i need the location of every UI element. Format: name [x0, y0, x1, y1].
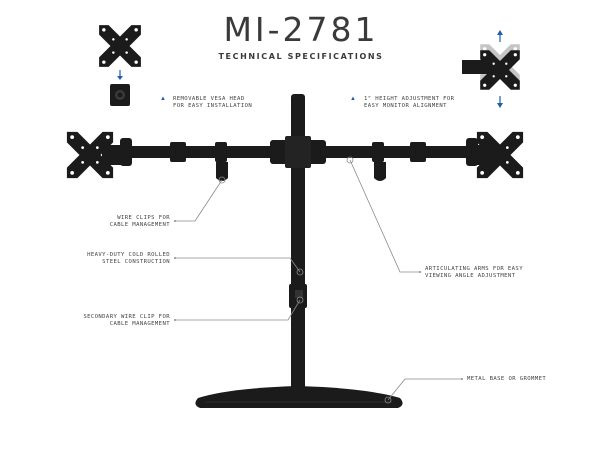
callout-height-adjustment: 1" HEIGHT ADJUSTMENT FOR EASY MONITOR AL…	[364, 96, 455, 109]
callout-vesa-head: REMOVABLE VESA HEAD FOR EASY INSTALLATIO…	[173, 96, 253, 109]
height-adjustment-detail	[462, 30, 520, 108]
callout-steel-construction: HEAVY-DUTY COLD ROLLED STEEL CONSTRUCTIO…	[87, 252, 170, 265]
callout-articulating-arms: ARTICULATING ARMS FOR EASY VIEWING ANGLE…	[425, 266, 523, 279]
callout-metal-base: METAL BASE OR GROMMET	[467, 376, 547, 382]
right-vesa-plate	[474, 131, 524, 179]
triangle-bullet-icon: ▲	[350, 96, 356, 102]
leader-lines	[175, 156, 462, 404]
product-title: MI-2781	[223, 10, 379, 49]
articulating-arms	[120, 138, 478, 181]
left-vesa-plate	[66, 131, 124, 179]
triangle-bullet-icon: ▲	[160, 96, 166, 102]
metal-base	[195, 386, 403, 408]
product-subtitle: TECHNICAL SPECIFICATIONS	[218, 52, 384, 61]
callout-wire-clips: WIRE CLIPS FOR CABLE MANAGEMENT	[109, 215, 170, 228]
callout-secondary-wire-clip: SECONDARY WIRE CLIP FOR CABLE MANAGEMENT	[83, 314, 170, 327]
vesa-head-detail	[99, 25, 141, 106]
